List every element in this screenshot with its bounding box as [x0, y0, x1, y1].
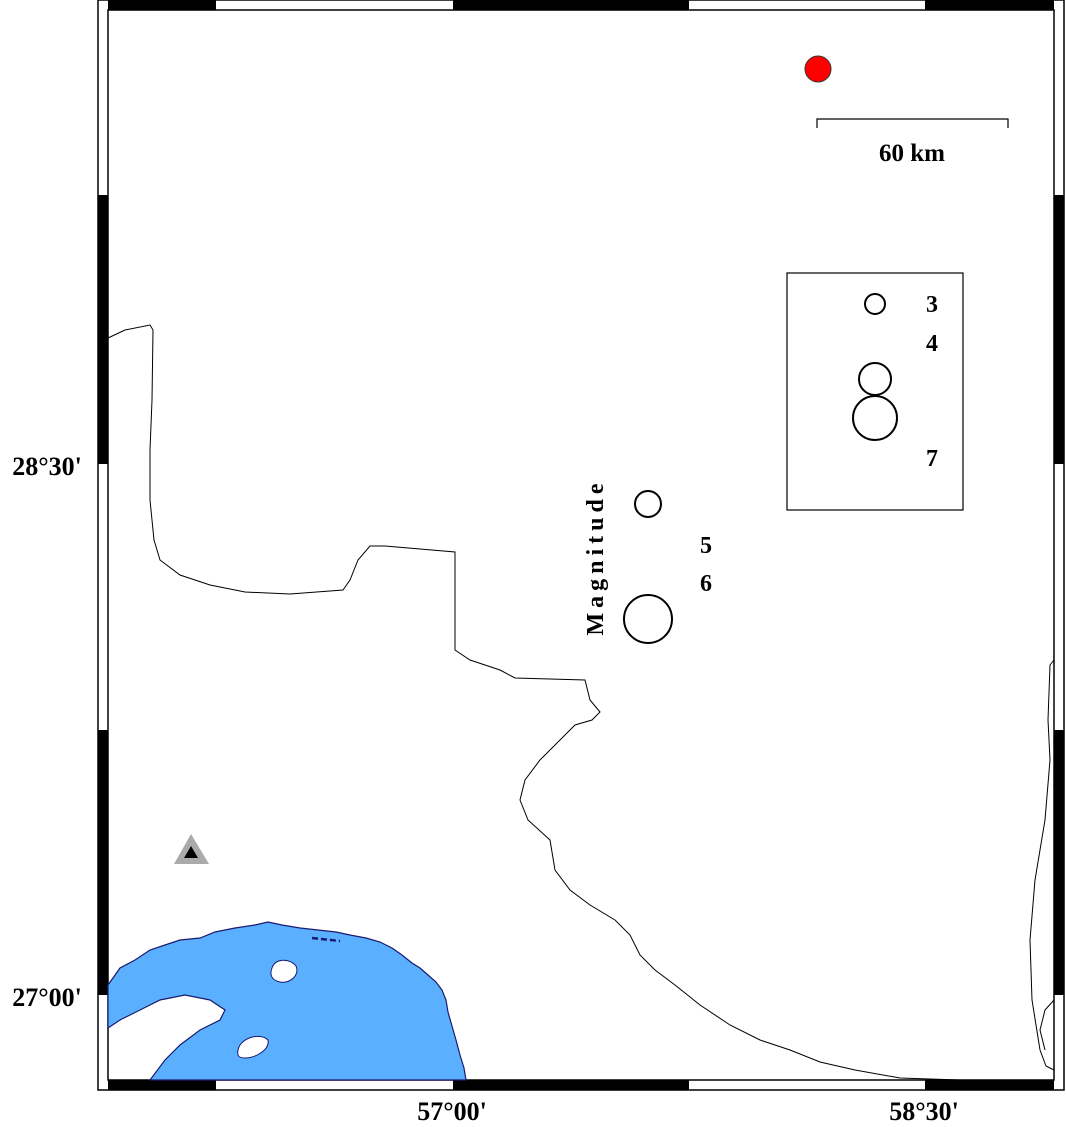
epicenter-marker[interactable] [804, 55, 832, 83]
legend-circle-4 [634, 490, 662, 518]
magnitude-legend-box: 3 4 7 [786, 272, 964, 511]
right-border-2 [1039, 999, 1055, 1051]
legend-circle-7 [852, 395, 898, 441]
legend-label-3: 3 [926, 292, 938, 318]
lon-label-57-00: 57°00' [417, 1097, 487, 1126]
island-2 [237, 1035, 269, 1059]
legend-label-5: 5 [700, 533, 712, 559]
province-border [107, 324, 961, 1081]
legend-label-6: 6 [700, 571, 712, 597]
legend-label-4: 4 [926, 331, 938, 357]
right-border [1029, 659, 1055, 1071]
lat-label-27-00: 27°00' [12, 983, 82, 1012]
sea-area [107, 921, 467, 1081]
scale-bar-label: 60 km [879, 140, 945, 167]
magnitude-legend-middle: Magnitude 5 6 [583, 478, 712, 644]
magnitude-title: Magnitude [583, 478, 609, 635]
lon-label-58-30: 58°30' [889, 1097, 959, 1126]
station-marker[interactable] [174, 834, 209, 864]
island-1 [270, 959, 298, 983]
map-frame [97, 0, 1065, 1091]
coast-dash [311, 936, 341, 943]
scale-bar: 60 km [816, 118, 1009, 167]
lat-label-28-30: 28°30' [12, 452, 82, 481]
legend-label-7: 7 [926, 446, 938, 472]
legend-circle-3 [864, 293, 886, 315]
legend-circle-6 [623, 594, 673, 644]
